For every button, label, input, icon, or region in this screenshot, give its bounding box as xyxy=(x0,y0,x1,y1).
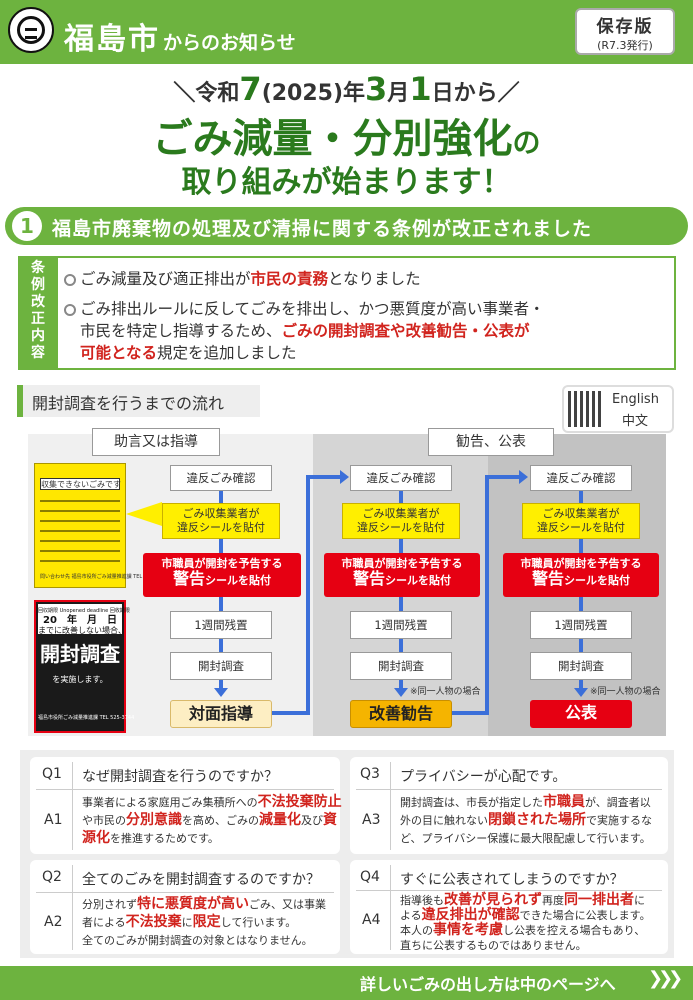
save-date: (R7.3発行) xyxy=(597,39,653,52)
a4-line4: 直ちに公表するものではありません。 xyxy=(400,939,587,952)
a3-line2: 外の目に触れない閉鎖された場所で実施するな xyxy=(400,812,652,828)
ordinance-bullet-2: ごみ排出ルールに反してごみを排出し、かつ悪質度が高い事業者・ xyxy=(64,300,545,318)
phase-guidance: 助言又は指導 xyxy=(92,428,220,456)
callout-arrow xyxy=(126,502,162,526)
qa-card-3 xyxy=(350,757,668,854)
col3-check: 違反ごみ確認 xyxy=(530,465,632,491)
col1-yellow-sticker-step: ごみ収集業者が違反シールを貼付 xyxy=(162,503,280,539)
a4-line3: 本人の事情を考慮し公表を控える場合もあり、 xyxy=(400,922,646,938)
phase-recommend: 勧告、公表 xyxy=(428,428,554,456)
q2-question: 全てのごみを開封調査するのですか？ xyxy=(82,872,320,888)
yellow-violation-sticker: 収集できないごみです 問い合わせ先 福島市役所ごみ減量推進課 TEL 525-3… xyxy=(34,463,168,588)
footer-link[interactable]: 詳しいごみの出し方は中のページへ xyxy=(360,975,616,994)
col3-red-warning-step: 市職員が開封を予告する警告シールを貼付 xyxy=(503,553,659,597)
col1-week: 1週間残置 xyxy=(170,611,272,639)
a2-line2: 者による不法投棄に限定して行います。 xyxy=(82,914,297,930)
yellow-sticker-title: 収集できないごみです xyxy=(40,478,121,490)
qr-code-icon[interactable] xyxy=(568,391,604,427)
a3-line3: ど、プライバシー保護に最大限配慮して行います。 xyxy=(400,832,651,845)
col2-note: ※同一人物の場合 xyxy=(410,687,481,697)
result-improvement-recommendation: 改善勧告 xyxy=(350,700,452,728)
warning-sticker-sub: を実施します。 xyxy=(52,675,108,684)
col3-yellow-sticker-step: ごみ収集業者が違反シールを貼付 xyxy=(522,503,640,539)
col3-open: 開封調査 xyxy=(530,652,632,680)
a3-line1: 開封調査は、市長が指定した市職員が、調査者以 xyxy=(400,794,651,810)
footer-bar[interactable] xyxy=(0,966,693,1000)
qa-card-4 xyxy=(350,860,668,954)
flow-heading-bar xyxy=(17,385,260,417)
warning-sticker-footer: 福島市役所ごみ減量推進課 TEL 525-3744 xyxy=(38,715,135,721)
col2-red-warning-step: 市職員が開封を予告する警告シールを貼付 xyxy=(324,553,480,597)
col2-check: 違反ごみ確認 xyxy=(350,465,452,491)
a1-line3: 源化を推進するためです。 xyxy=(82,830,219,846)
qa-card-2 xyxy=(30,860,340,954)
save-label: 保存版 xyxy=(596,17,654,37)
ordinance-bullet-1: ごみ減量及び適正排出が市民の責務となりました xyxy=(64,270,421,288)
col3-note: ※同一人物の場合 xyxy=(590,687,661,697)
save-badge: 保存版 (R7.3発行) xyxy=(575,8,675,55)
a1-label: A1 xyxy=(44,812,63,828)
col2-open: 開封調査 xyxy=(350,652,452,680)
col2-week: 1週間残置 xyxy=(350,611,452,639)
ordinance-label: 条例改正内容 xyxy=(18,256,58,370)
q1-label: Q1 xyxy=(42,766,62,782)
q2-label: Q2 xyxy=(42,869,62,885)
a1-line2: や市民の分別意識を高め、ごみの減量化及び資 xyxy=(82,812,337,828)
q3-label: Q3 xyxy=(360,766,380,782)
col1-red-warning-step: 市職員が開封を予告する警告シールを貼付 xyxy=(143,553,301,597)
a2-line3: 全てのごみが開封調査の対象とはなりません。 xyxy=(82,934,313,947)
warning-sticker-top: 回収期限 Unopened deadline 回收期限 20 年 月 日 までに… xyxy=(38,604,130,635)
a4-label: A4 xyxy=(362,912,381,928)
col3-week: 1週間残置 xyxy=(530,611,632,639)
start-date: ＼令和7(2025)年3月1日から／ xyxy=(173,70,520,108)
a4-line2: よる違反排出が確認できた場合に公表します。 xyxy=(400,907,651,923)
result-publication: 公表 xyxy=(530,700,632,728)
a1-line1: 事業者による家庭用ごみ集積所への不法投棄防止 xyxy=(82,794,342,810)
a2-label: A2 xyxy=(44,914,63,930)
header-title: 福島市からのお知らせ xyxy=(64,22,296,57)
sub-title: 取り組みが始まります！ xyxy=(181,165,512,200)
col1-open: 開封調査 xyxy=(170,652,272,680)
a4-line1: 指導後も改善が見られず再度同一排出者に xyxy=(400,892,645,908)
section-number: 1 xyxy=(12,211,42,241)
col2-yellow-sticker-step: ごみ収集業者が違反シールを貼付 xyxy=(342,503,460,539)
q3-question: プライバシーが心配です。 xyxy=(400,769,567,785)
ordinance-bullet-2-line2: 市民を特定し指導するため、ごみの開封調査や改善勧告・公表が xyxy=(80,322,530,340)
flow-heading: 開封調査を行うまでの流れ xyxy=(32,394,225,413)
a3-label: A3 xyxy=(362,812,381,828)
city-seal-icon xyxy=(8,7,54,53)
q4-label: Q4 xyxy=(360,869,380,885)
chevron-right-icon: ❯❯❯ xyxy=(648,968,683,989)
main-title: ごみ減量・分別強化の xyxy=(152,116,541,162)
section-title: 福島市廃棄物の処理及び清掃に関する条例が改正されました xyxy=(52,218,593,240)
warning-sticker-title: 開封調査 xyxy=(40,642,120,666)
section-bar xyxy=(5,207,688,245)
a2-line1: 分別されず特に悪質度が高いごみ、又は事業 xyxy=(82,896,326,912)
qr-chinese-label: 中文 xyxy=(622,414,649,429)
yellow-sticker-footer: 問い合わせ先 福島市役所ごみ減量推進課 TEL 525-3744 xyxy=(40,574,168,580)
result-face-guidance: 対面指導 xyxy=(170,700,272,728)
ordinance-bullet-2-line3: 可能となる規定を追加しました xyxy=(80,344,297,362)
q4-question: すぐに公表されてしまうのですか？ xyxy=(400,872,624,888)
qr-english-label: English xyxy=(612,392,659,407)
q1-question: なぜ開封調査を行うのですか？ xyxy=(82,769,278,785)
qa-card-1 xyxy=(30,757,340,854)
warning-sticker: 回収期限 Unopened deadline 回收期限 20 年 月 日 までに… xyxy=(34,600,135,733)
col1-check: 違反ごみ確認 xyxy=(170,465,272,491)
